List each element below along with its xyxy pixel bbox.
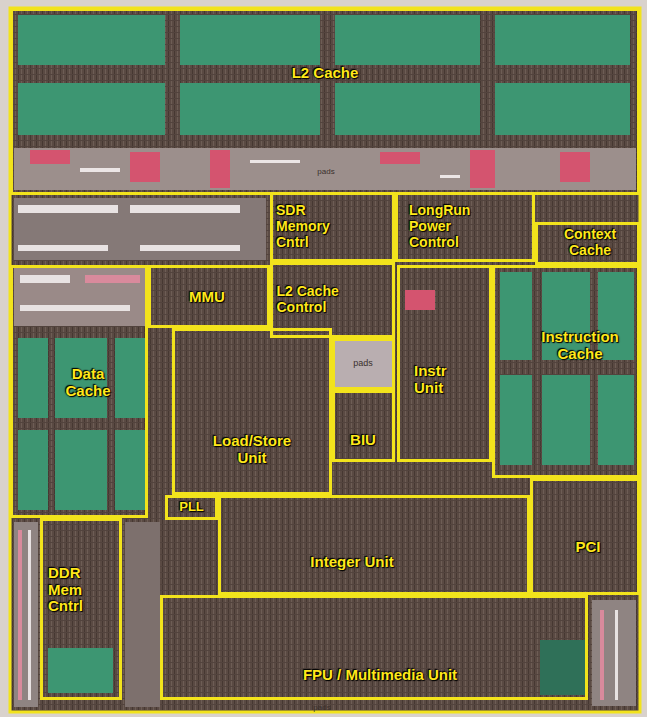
die-ground	[10, 8, 640, 712]
lower-details	[14, 522, 38, 707]
pad-label: pads	[338, 358, 388, 368]
pad-label: pads	[313, 703, 330, 712]
lower-details	[18, 530, 22, 700]
lower-details	[125, 522, 160, 707]
logic-stripes	[14, 268, 146, 326]
block-label: PLL	[170, 500, 213, 515]
instruction-cache-array	[500, 375, 532, 465]
pll-block: PLL	[165, 495, 218, 520]
pad-band	[14, 148, 636, 190]
die-outline	[10, 8, 640, 712]
l2-sram-array	[18, 15, 165, 65]
l2-sram-array	[335, 83, 480, 135]
logic-stripes	[14, 198, 266, 260]
unit-block: Load/Store Unit	[172, 328, 332, 495]
pad-band	[130, 152, 160, 182]
unit-block: Instr Unit	[397, 265, 492, 462]
lower-details	[48, 648, 113, 693]
die-outline	[10, 8, 640, 712]
pad-band	[210, 150, 230, 188]
controller-block: SDR Memory Cntrl	[270, 192, 395, 262]
unit-block: Integer Unit	[218, 495, 530, 595]
unit-block: MMU	[148, 265, 270, 328]
l2-sram-array	[18, 83, 165, 135]
block-label: DDR Mem Cntrl	[48, 565, 100, 615]
lower-details	[600, 610, 604, 700]
block-label: BIU	[338, 432, 388, 449]
pad-band	[470, 150, 495, 188]
logic-stripes	[18, 205, 118, 213]
logic-stripes	[20, 305, 130, 311]
lower-details	[615, 610, 618, 700]
l2-sram-array	[180, 15, 320, 65]
data-cache-array	[55, 430, 107, 510]
l2-sram-array	[180, 83, 320, 135]
block-label: Load/Store Unit	[200, 433, 305, 467]
block-label: Integer Unit	[272, 554, 432, 571]
block-label: Context Cache	[554, 227, 626, 258]
pad-band	[440, 175, 460, 178]
logic-stripes	[130, 205, 240, 213]
pad-band	[14, 148, 636, 190]
block-label: LongRun Power Control	[409, 203, 491, 250]
pad-band	[380, 152, 420, 164]
pad-band	[250, 160, 300, 163]
instruction-cache-array	[542, 375, 590, 465]
pad-block: pads	[332, 338, 395, 390]
block-label: SDR Memory Cntrl	[276, 203, 348, 250]
controller-block: L2 Cache Control	[270, 262, 395, 338]
controller-block: DDR Mem Cntrl	[40, 518, 122, 700]
logic-stripes	[20, 275, 70, 283]
block-label: MMU	[167, 289, 247, 306]
logic-stripes	[85, 275, 140, 283]
cache-block: Data Cache	[10, 265, 148, 518]
instruction-cache-array	[598, 272, 634, 360]
unit-block: BIU	[332, 390, 395, 462]
cache-block: Context Cache	[535, 222, 640, 265]
l2-sram-array	[335, 15, 480, 65]
logic-stripes	[140, 245, 240, 251]
logic-stripes	[405, 290, 435, 310]
l2-sram-array	[495, 83, 630, 135]
logic-stripes	[18, 245, 108, 251]
data-cache-array	[115, 430, 145, 510]
block-label: L2 Cache Control	[277, 284, 372, 315]
block-label: Data Cache	[57, 366, 119, 400]
pad-band	[560, 152, 590, 182]
unit-block: FPU / Multimedia Unit	[160, 595, 588, 700]
l2-sram-array	[18, 15, 630, 135]
instruction-cache-array	[598, 375, 634, 465]
lower-details	[540, 640, 585, 695]
instruction-cache-array	[500, 272, 634, 465]
cache-block: Instruction Cache	[492, 265, 640, 478]
lower-details	[28, 530, 31, 700]
control-block: LongRun Power Control	[395, 192, 535, 262]
data-cache-array	[18, 430, 48, 510]
pad-band	[80, 168, 120, 172]
block-label: Instruction Cache	[525, 329, 635, 363]
logic-stripes	[335, 341, 393, 388]
interface-block: PCI	[530, 478, 640, 595]
block-label: Instr Unit	[414, 363, 466, 397]
block-label: PCI	[548, 539, 628, 556]
lower-details	[14, 522, 636, 707]
data-cache-array	[115, 338, 145, 418]
block-label: L2 Cache	[260, 65, 390, 82]
l2-sram-array	[495, 15, 630, 65]
pad-label: pads	[317, 167, 334, 176]
data-cache-array	[18, 338, 145, 510]
pad-band	[30, 150, 70, 164]
data-cache-array	[18, 338, 48, 418]
block-label: FPU / Multimedia Unit	[250, 667, 510, 684]
instruction-cache-array	[500, 272, 532, 360]
lower-details	[592, 600, 636, 706]
